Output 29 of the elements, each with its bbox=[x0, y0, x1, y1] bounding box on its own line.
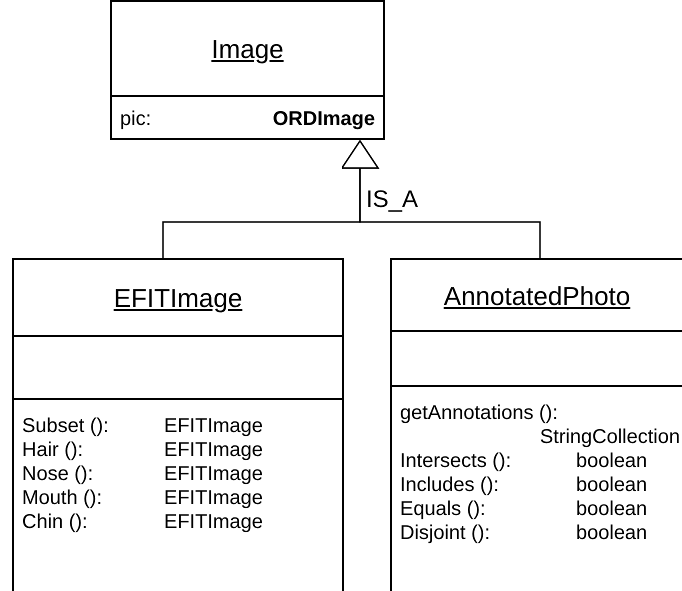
attribute-name: pic: bbox=[120, 106, 152, 132]
method-name: Subset (): bbox=[22, 414, 110, 438]
class-box bbox=[110, 0, 385, 140]
class-box bbox=[390, 258, 682, 591]
method-name: Includes (): bbox=[400, 473, 500, 497]
return-type: EFITImage bbox=[164, 438, 264, 462]
attribute-type: ORDImage bbox=[272, 106, 375, 132]
return-type: boolean bbox=[576, 473, 648, 497]
return-type: StringCollection bbox=[538, 425, 680, 449]
return-type: EFITImage bbox=[164, 510, 264, 534]
return-type: EFITImage bbox=[164, 486, 264, 510]
return-type: EFITImage bbox=[164, 462, 264, 486]
inheritance-arrow bbox=[341, 140, 541, 258]
method-name: Nose (): bbox=[22, 462, 94, 486]
return-type: EFITImage bbox=[164, 414, 264, 438]
class-box bbox=[12, 258, 344, 591]
return-type: boolean bbox=[576, 521, 648, 545]
class-name: AnnotatedPhoto bbox=[444, 280, 630, 312]
method-name: Equals (): bbox=[400, 497, 487, 521]
method-name: getAnnotations (): bbox=[400, 401, 559, 425]
method-name: Disjoint (): bbox=[400, 521, 492, 545]
class-name: EFITImage bbox=[114, 282, 242, 315]
method-name: Hair (): bbox=[22, 438, 84, 462]
class-name: Image bbox=[211, 33, 284, 66]
method-name: Chin (): bbox=[22, 510, 89, 534]
return-type: boolean bbox=[576, 449, 648, 473]
return-type: boolean bbox=[576, 497, 648, 521]
method-name: Intersects (): bbox=[400, 449, 512, 473]
method-name: Mouth (): bbox=[22, 486, 104, 510]
